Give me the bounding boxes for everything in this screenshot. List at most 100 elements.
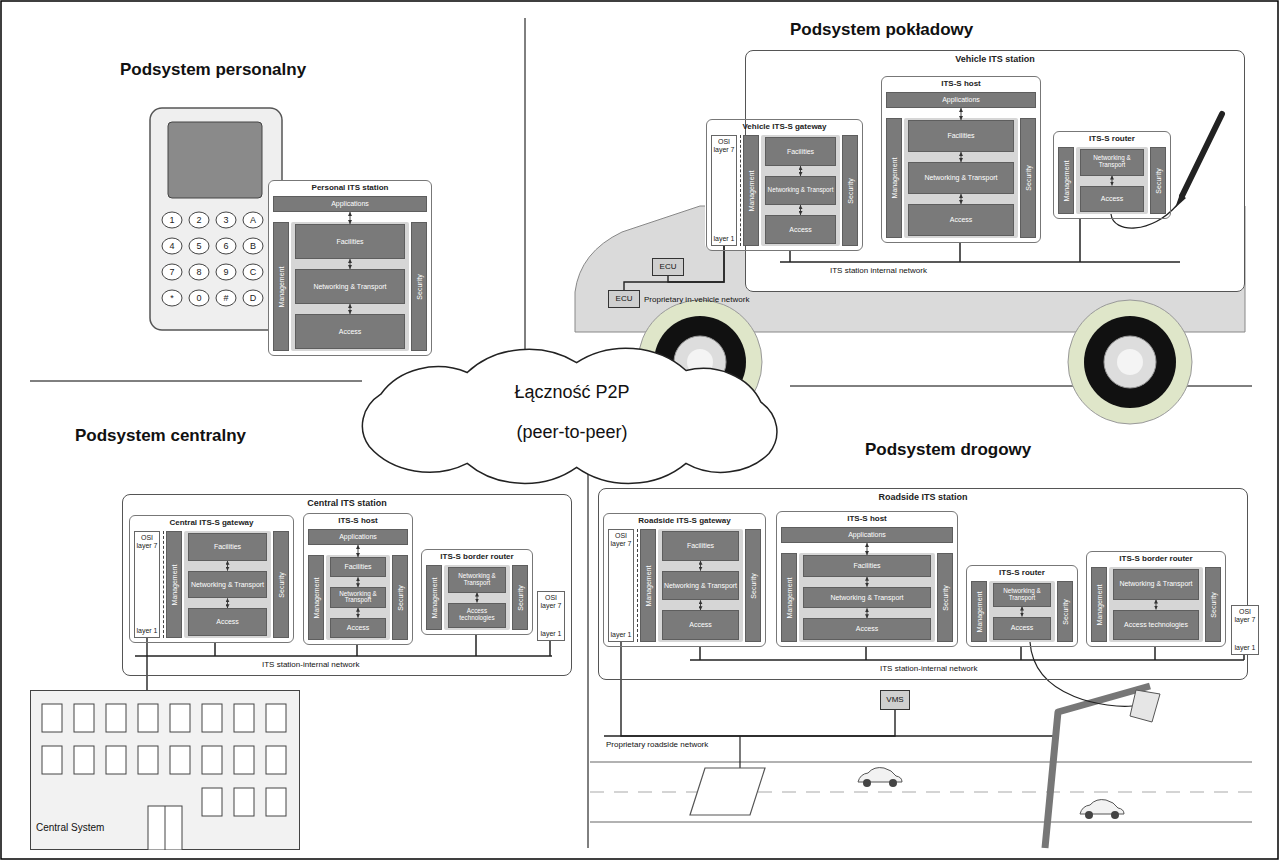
plane-label: Security (1025, 165, 1032, 190)
layer-arrow (961, 108, 962, 120)
layer-label: Networking & Transport (664, 582, 737, 590)
roadside-internal-network (690, 646, 1244, 660)
key-label: D (243, 291, 263, 305)
its-station-box: Vehicle ITS stationVehicle ITS-S gateway… (745, 50, 1245, 292)
layer-label: Networking & Transport (1119, 580, 1192, 588)
layer-arrow (1112, 176, 1113, 186)
management-plane: Management (971, 581, 987, 642)
layer-band (184, 531, 271, 638)
layer-band (291, 222, 409, 351)
protocol-layer: Facilities (662, 531, 739, 561)
layer-label: Facilities (853, 562, 880, 570)
key-label: 3 (216, 213, 236, 227)
dashed-separator (163, 531, 164, 638)
router-box: ITS-S routerManagementNetworking & Trans… (966, 565, 1078, 647)
layer-arrow (477, 593, 478, 603)
layer-label: Access (856, 625, 879, 633)
osi-layer-text: layer 1 (540, 630, 561, 638)
osi-layer-text: OSI (1239, 608, 1251, 616)
station-ground (705, 118, 862, 250)
layer-label: Facilities (336, 238, 363, 246)
layer-band (989, 581, 1055, 642)
protocol-layer: Access (803, 618, 931, 640)
plane-label: Management (891, 158, 898, 199)
host-box: ITS-S hostApplicationsManagementFaciliti… (776, 511, 958, 647)
station-title: ITS-S host (304, 516, 412, 526)
protocol-layer: Networking & Transport (993, 583, 1051, 607)
layer-label: Networking & Transport (449, 573, 505, 587)
personal-its-station: Personal ITS stationApplicationsManageme… (268, 180, 432, 356)
layer-label: Facilities (947, 132, 974, 140)
subsystem-heading: Podsystem personalny (120, 60, 306, 80)
station-title: ITS-S border router (422, 552, 532, 562)
security-plane: Security (1150, 147, 1166, 214)
layer-band (326, 555, 390, 640)
key-label: A (243, 213, 263, 227)
plane-label: Security (517, 585, 524, 610)
management-plane: Management (743, 135, 759, 246)
plane-label: Security (1155, 168, 1162, 193)
applications-layer: Applications (781, 527, 953, 543)
layer-label: Facilities (787, 148, 814, 156)
layer-label: Facilities (214, 543, 241, 551)
management-plane: Management (886, 118, 902, 238)
key-label: 9 (216, 265, 236, 279)
plane-label: Security (750, 573, 757, 598)
layer-label: Networking & Transport (924, 174, 997, 182)
protocol-layer: Access (908, 204, 1014, 236)
security-plane: Security (411, 222, 427, 351)
dashed-separator (740, 135, 741, 246)
layer-arrow (867, 608, 868, 618)
key-label: 1 (162, 213, 182, 227)
key-label: # (216, 291, 236, 305)
protocol-layer: Facilities (803, 555, 931, 577)
layer-arrow (358, 577, 359, 587)
layer-arrow (350, 304, 351, 314)
plane-label: Security (847, 178, 854, 203)
building-label: Central System (36, 822, 104, 833)
layer-band (658, 529, 743, 642)
device-label: VMS (886, 696, 903, 705)
management-plane: Management (426, 565, 442, 630)
layer-label: Applications (331, 200, 369, 208)
layer-label: Access (347, 624, 370, 632)
network-label: ITS station-internal network (262, 660, 359, 669)
protocol-layer: Networking & Transport (448, 567, 506, 593)
station-title: Vehicle ITS-S gateway (707, 122, 862, 132)
layer-band (904, 118, 1018, 238)
plane-label: Management (976, 591, 983, 632)
layer-label: Access technologies (449, 608, 505, 622)
layer-arrow (1022, 607, 1023, 617)
border-router-box: ITS-S border routerManagementNetworking … (1086, 551, 1226, 647)
osi-layer-text: layer 7 (136, 542, 157, 550)
layer-label: Networking & Transport (1081, 155, 1143, 169)
osi-layer-text: layer 7 (540, 602, 561, 610)
gateway-box: Vehicle ITS-S gatewayOSIlayer 7layer 1Ma… (706, 119, 863, 251)
plane-label: Management (1063, 160, 1070, 201)
protocol-layer: Networking & Transport (1080, 149, 1144, 176)
plane-label: Management (748, 170, 755, 211)
network-label: Proprietary roadside network (606, 740, 708, 749)
protocol-layer: Access (993, 617, 1051, 641)
management-plane: Management (166, 531, 182, 638)
host-box: ITS-S hostApplicationsManagementFaciliti… (881, 76, 1041, 243)
layer-arrow (961, 152, 962, 162)
osi-layer-text: layer 7 (713, 146, 734, 154)
layer-label: Networking & Transport (768, 187, 834, 194)
management-plane: Management (308, 555, 324, 640)
layer-arrow (358, 545, 359, 557)
network-label: Proprietary in-vehicle network (644, 295, 749, 304)
protocol-layer: Networking & Transport (908, 162, 1014, 194)
p2p-cloud: Łączność P2P (peer-to-peer) (352, 333, 792, 491)
dividers (30, 18, 1252, 848)
layer-label: Access (689, 621, 712, 629)
layer-label: Applications (942, 96, 980, 104)
security-plane: Security (273, 531, 289, 638)
network-wire (146, 638, 147, 690)
plane-label: Management (1096, 584, 1103, 625)
key-label: 4 (162, 239, 182, 253)
osi-layer-box: OSIlayer 7layer 1 (608, 529, 634, 642)
key-label: 5 (189, 239, 209, 253)
layer-label: Access (950, 216, 973, 224)
